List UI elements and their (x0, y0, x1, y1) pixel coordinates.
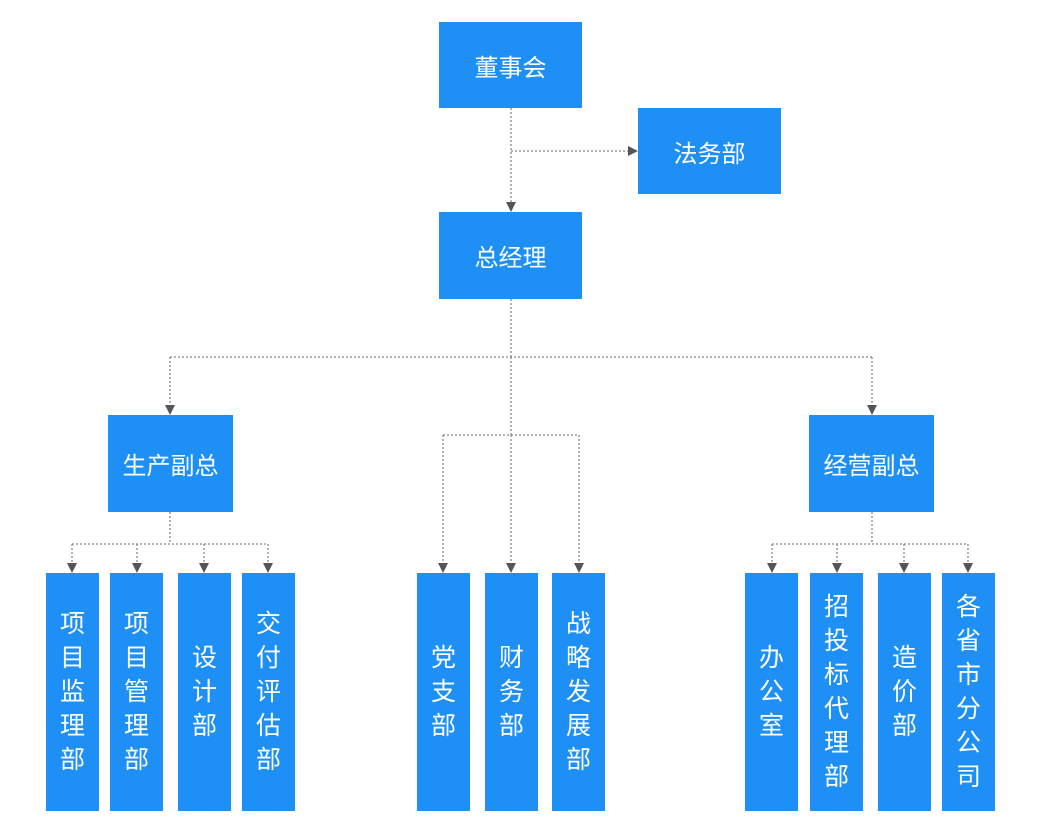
node-board: 董事会 (439, 22, 582, 108)
node-board-label: 董事会 (474, 53, 547, 82)
node-cost-label: 造价部 (891, 643, 917, 740)
node-design: 设计部 (178, 573, 231, 811)
node-office: 办公室 (745, 573, 798, 811)
node-provincial-branches: 各省市分公司 (942, 573, 995, 811)
node-design-label: 设计部 (191, 643, 217, 740)
node-bidding-agency: 招投标代理部 (810, 573, 863, 811)
node-delivery-evaluation: 交付评估部 (242, 573, 295, 811)
node-production-vp: 生产副总 (108, 415, 233, 512)
node-production-vp-label: 生产副总 (122, 452, 219, 480)
node-gm: 总经理 (439, 212, 582, 299)
node-party-branch-label: 党支部 (430, 643, 456, 740)
node-legal-label: 法务部 (673, 139, 746, 168)
node-bidding-agency-label: 招投标代理部 (823, 592, 849, 791)
node-strategy: 战略发展部 (552, 573, 605, 811)
node-project-management-label: 项目管理部 (123, 609, 149, 774)
node-business-vp: 经营副总 (809, 415, 934, 512)
node-party-branch: 党支部 (417, 573, 470, 811)
node-project-supervision: 项目监理部 (46, 573, 99, 811)
node-delivery-evaluation-label: 交付评估部 (255, 609, 281, 774)
node-project-management: 项目管理部 (110, 573, 163, 811)
node-legal: 法务部 (638, 108, 781, 194)
node-provincial-branches-label: 各省市分公司 (955, 592, 981, 791)
node-finance-label: 财务部 (498, 643, 524, 740)
node-finance: 财务部 (485, 573, 538, 811)
node-project-supervision-label: 项目监理部 (59, 609, 85, 774)
node-gm-label: 总经理 (474, 244, 547, 272)
node-strategy-label: 战略发展部 (565, 609, 591, 774)
node-office-label: 办公室 (758, 643, 784, 740)
node-cost: 造价部 (878, 573, 931, 811)
node-business-vp-label: 经营副总 (823, 452, 920, 480)
